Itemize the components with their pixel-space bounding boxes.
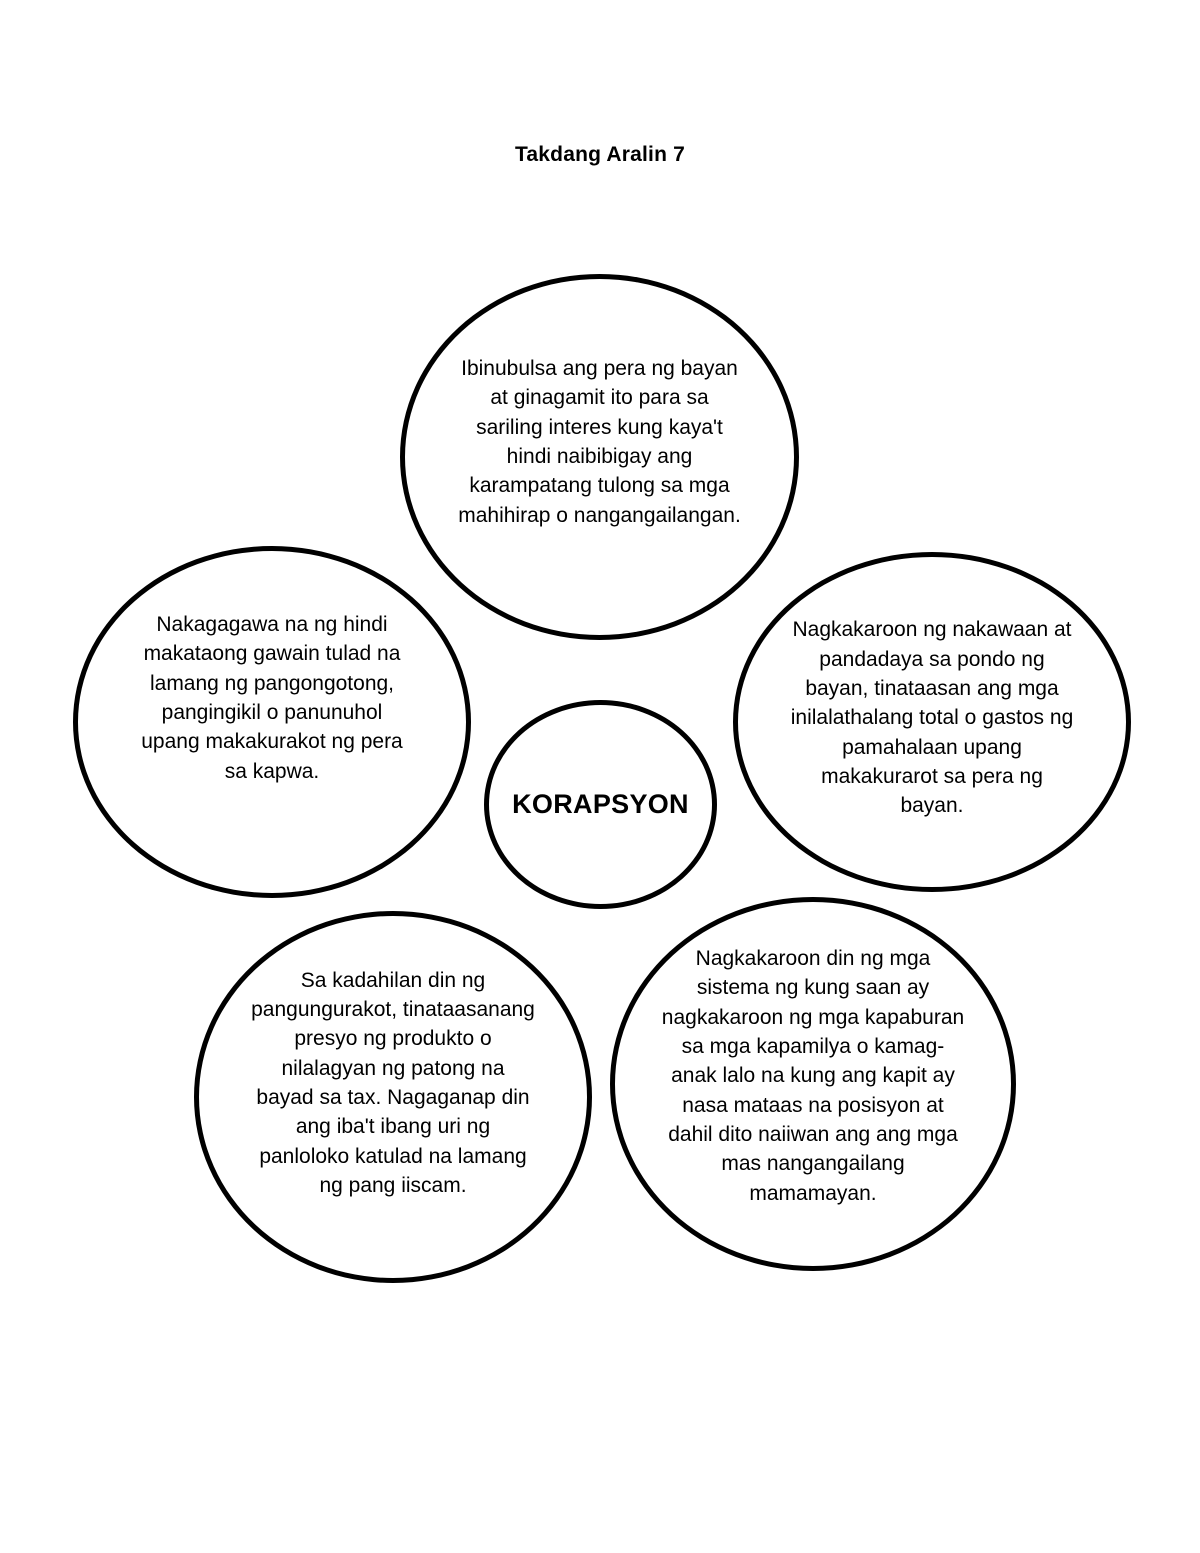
concept-circle-right: Nagkakaroon ng nakawaan at pandadaya sa … [733,552,1131,892]
concept-text-right: Nagkakaroon ng nakawaan at pandadaya sa … [790,618,1074,818]
concept-text-top: Ibinubulsa ang pera ng bayan at ginagami… [458,357,741,527]
concept-circle-bottom-right: Nagkakaroon din ng mga sistema ng kung s… [610,897,1016,1271]
concept-text-bottom-right: Nagkakaroon din ng mga sistema ng kung s… [661,947,965,1205]
center-label: KORAPSYON [512,789,689,819]
center-circle: KORAPSYON [484,700,717,909]
concept-circle-left: Nakagagawa na ng hindi makataong gawain … [73,546,471,898]
page-title: Takdang Aralin 7 [514,143,686,166]
concept-text-left: Nakagagawa na ng hindi makataong gawain … [141,613,403,783]
concept-text-bottom-left: Sa kadahilan din ng pangungurakot, tinat… [251,968,535,1197]
concept-circle-top: Ibinubulsa ang pera ng bayan at ginagami… [400,274,799,640]
concept-circle-bottom-left: Sa kadahilan din ng pangungurakot, tinat… [194,911,592,1283]
